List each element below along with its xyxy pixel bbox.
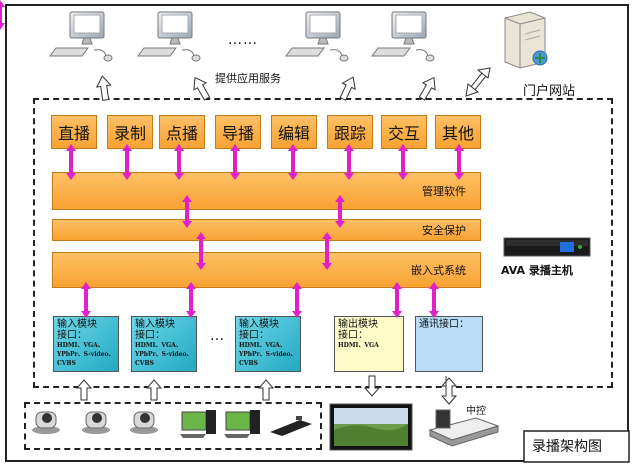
module-title: 输出模块 <box>338 319 378 330</box>
double-arrow <box>196 232 206 270</box>
function-box: 其他 <box>435 115 481 149</box>
double-arrow <box>230 144 240 180</box>
embedded-system-bar: 嵌入式系统 <box>52 252 481 288</box>
module-spec: HDMI、VGA、YPbPr、S-video、CVBS <box>135 342 193 367</box>
double-arrow <box>392 282 402 318</box>
module-spec: HDMI、VGA、YPbPr、S-video、CVBS <box>239 342 297 367</box>
recording-host-boundary <box>33 98 613 388</box>
double-arrow <box>182 195 192 228</box>
double-arrow <box>335 195 345 228</box>
module-title: 输入模块 <box>135 319 175 330</box>
input-computer-icon <box>224 410 260 438</box>
management-software-label: 管理软件 <box>422 185 466 198</box>
module-ellipsis: … <box>210 328 224 344</box>
input-module-2: 输入模块 接口： HDMI、VGA、YPbPr、S-video、CVBS <box>131 316 197 372</box>
double-arrow <box>322 232 332 270</box>
camera-icon <box>130 411 158 434</box>
double-arrow <box>81 282 91 318</box>
connection-arrows <box>0 0 5 30</box>
caption-box <box>523 430 630 463</box>
function-box: 点播 <box>159 115 205 149</box>
control-label: 中控 <box>466 406 486 417</box>
security-protection-label: 安全保护 <box>422 224 466 237</box>
embedded-system-label: 嵌入式系统 <box>411 264 466 277</box>
function-box: 导播 <box>215 115 261 149</box>
service-arrows <box>95 67 491 101</box>
double-arrow <box>292 282 302 318</box>
module-sub: 接口： <box>57 330 87 341</box>
output-module: 输出模块 接口： HDMI、VGA <box>334 316 404 372</box>
module-sub: 接口： <box>135 330 165 341</box>
diagram-caption: 录播架构图 <box>532 439 602 455</box>
double-arrow <box>66 144 76 180</box>
camera-icon <box>82 411 110 434</box>
document-camera-icon <box>270 416 312 436</box>
function-box: 跟踪 <box>327 115 373 149</box>
module-sub: 接口： <box>338 330 368 341</box>
management-software-bar: 管理软件 <box>52 172 481 210</box>
module-sub: 接口： <box>239 330 269 341</box>
diagram-frame <box>5 4 629 462</box>
double-arrow <box>454 144 464 180</box>
ava-host-device-icon <box>503 237 591 257</box>
module-title: 输入模块 <box>239 319 279 330</box>
security-protection-bar: 安全保护 <box>52 219 481 241</box>
camera-icon <box>32 411 60 434</box>
module-title: 通讯接口： <box>419 319 469 330</box>
module-spec: HDMI、VGA <box>338 342 379 349</box>
ellipsis-text: …… <box>228 32 258 48</box>
double-arrow <box>174 144 184 180</box>
control-unit-icon <box>428 409 500 447</box>
function-box: 直播 <box>51 115 97 149</box>
double-arrow <box>122 144 132 180</box>
service-label: 提供应用服务 <box>215 72 281 85</box>
bottom-arrows <box>75 375 458 405</box>
function-box: 交互 <box>381 115 427 149</box>
double-arrow <box>344 144 354 180</box>
input-devices-boundary <box>24 402 322 450</box>
double-arrow <box>398 144 408 180</box>
module-spec: HDMI、VGA、YPbPr、S-video、CVBS <box>57 342 115 367</box>
double-arrow <box>288 144 298 180</box>
module-title: 输入模块 <box>57 319 97 330</box>
double-arrow <box>429 282 439 318</box>
ava-host-label: AVA 录播主机 <box>501 264 573 277</box>
input-module-3: 输入模块 接口： HDMI、VGA、YPbPr、S-video、CVBS <box>235 316 301 372</box>
communication-interface-module: 通讯接口： <box>415 316 483 372</box>
input-computer-icon <box>180 410 216 438</box>
portal-label: 门户网站 <box>523 84 576 99</box>
display-screen-icon <box>329 403 413 451</box>
double-arrow <box>186 282 196 318</box>
server-icon <box>504 11 548 69</box>
